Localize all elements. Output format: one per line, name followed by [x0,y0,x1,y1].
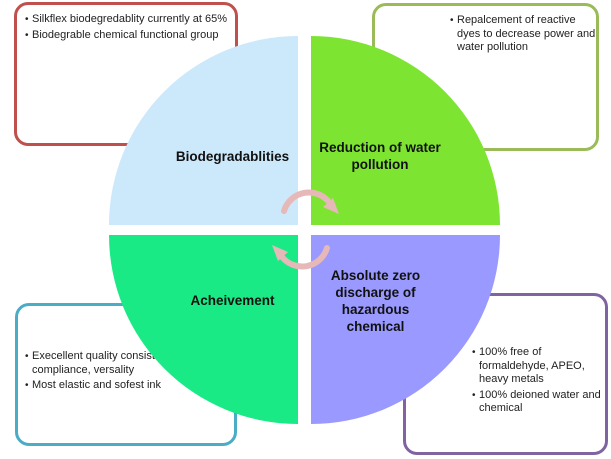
bullet-item: Repalcement of reactive dyes to decrease… [450,14,598,55]
quadrant-label-zero-discharge: Absolute zero discharge of hazardous che… [330,268,421,334]
quadrant-top-left [109,36,298,225]
quadrant-bottom-right [311,235,500,424]
circular-arrows-icon [272,189,339,270]
bullet-item: 100% deioned water and chemical [472,389,604,416]
bullet-item: 100% free of formaldehyde, APEO, heavy m… [472,346,604,387]
bullet-list: 100% free of formaldehyde, APEO, heavy m… [472,346,604,418]
bullet-list: Silkflex biodegredablity currently at 65… [25,13,230,44]
quadrant-bottom-left [109,235,298,424]
bullet-item: Biodegrable chemical functional group [25,29,230,43]
bullet-item: Silkflex biodegredablity currently at 65… [25,13,230,27]
quadrant-top-right [311,36,500,225]
quadrant-label-achievement: Acheivement [190,293,275,308]
quadrant-label-biodegradability: Biodegradablities [175,149,290,164]
bullet-item: Most elastic and sofest ink [25,379,235,393]
quadrant-label-water-pollution: Reduction of water pollution [319,140,441,172]
bullet-list: Repalcement of reactive dyes to decrease… [450,14,598,57]
